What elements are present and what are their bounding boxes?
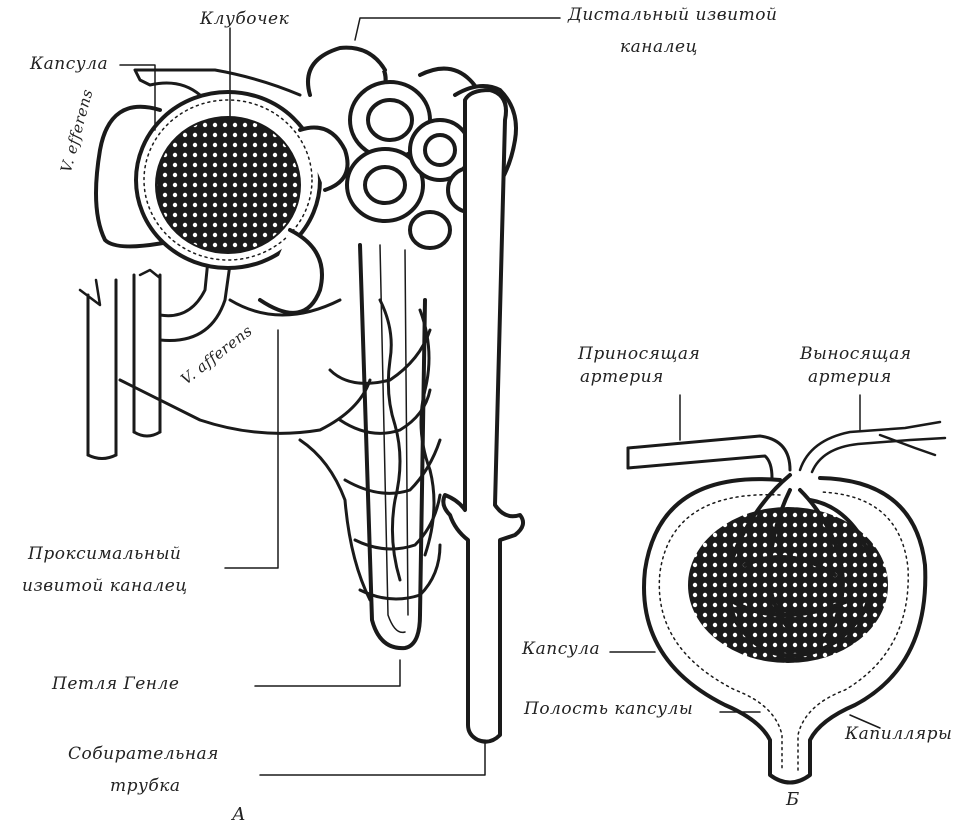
- loop-of-henle: [360, 245, 425, 648]
- label-proximal-tubule-line1: Проксимальный: [28, 545, 181, 565]
- label-capsule-a: Капсула: [30, 55, 108, 75]
- figure-a-nephron: [80, 18, 560, 775]
- glomerulus-capillary-tuft: [156, 117, 300, 253]
- efferent-artery: [800, 422, 945, 472]
- label-afferent-artery-line2: артерия: [580, 368, 664, 388]
- label-distal-tubule-line1: Дистальный извитой: [568, 6, 777, 26]
- label-glomerulus: Клубочек: [200, 10, 289, 30]
- label-capillaries: Капилляры: [845, 725, 952, 745]
- panel-letter-a: А: [232, 805, 246, 826]
- label-collecting-duct-line2: трубка: [110, 777, 181, 797]
- label-efferent-artery-line2: артерия: [808, 368, 892, 388]
- panel-letter-b: Б: [786, 790, 800, 811]
- label-distal-tubule-line2: каналец: [620, 38, 698, 58]
- label-proximal-tubule-line2: извитой каналец: [22, 577, 188, 597]
- afferent-artery: [628, 436, 790, 478]
- label-efferent-artery-line1: Выносящая: [800, 345, 911, 365]
- label-henle-loop: Петля Генле: [52, 675, 179, 695]
- label-capsule-b: Капсула: [522, 640, 600, 660]
- label-collecting-duct-line1: Собирательная: [68, 745, 219, 765]
- label-afferent-artery-line1: Приносящая: [578, 345, 700, 365]
- label-capsule-cavity: Полость капсулы: [524, 700, 693, 720]
